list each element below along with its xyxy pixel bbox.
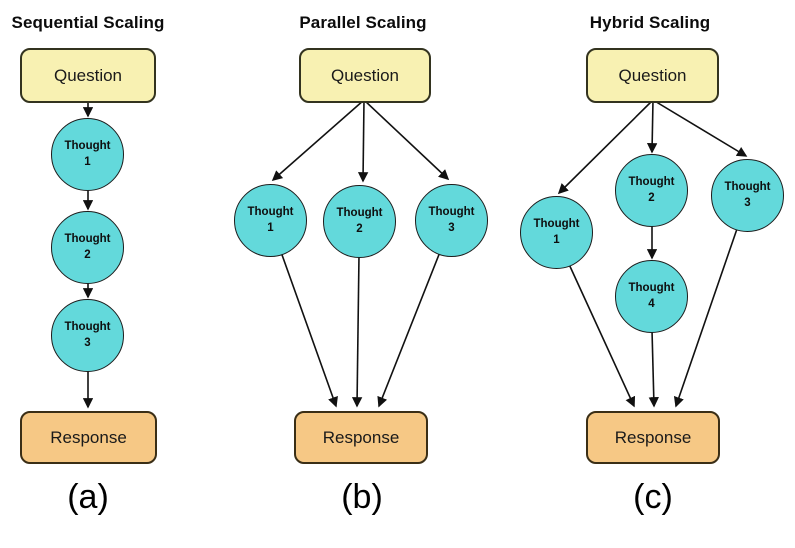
thought-label: Thought 3: [724, 180, 771, 209]
edge-b-question-thought2: [357, 99, 369, 183]
thought-label: Thought 3: [428, 205, 475, 234]
question-label: Question: [53, 65, 123, 85]
edge-b-question-thought1: [271, 99, 365, 182]
panel-b-response-box: Response: [294, 411, 428, 464]
panel-a-thought-3: Thought 3: [51, 299, 124, 372]
panel-a-question-box: Question: [20, 48, 156, 103]
panel-a-caption: (a): [67, 478, 109, 516]
edge-b-thought3-response: [377, 251, 441, 408]
panel-b-title: Parallel Scaling: [299, 13, 427, 32]
thought-label: Thought 2: [628, 175, 675, 204]
question-label: Question: [618, 65, 687, 85]
panel-c-response-box: Response: [586, 411, 720, 464]
edge-c-question-thought2: [646, 99, 658, 154]
edge-b-thought1-response: [280, 251, 338, 408]
panel-c-thought-1: Thought 1: [520, 196, 593, 269]
panel-a-thought-1: Thought 1: [51, 118, 124, 191]
edge-b-question-thought3: [363, 99, 450, 181]
thought-label: Thought 1: [247, 205, 294, 234]
thought-label: Thought 1: [64, 139, 111, 168]
thought-label: Thought 2: [64, 232, 111, 261]
panel-a-thought-2: Thought 2: [51, 211, 124, 284]
thought-label: Thought 1: [533, 217, 580, 246]
edge-c-question-thought1: [557, 99, 654, 195]
panel-c-thought-3: Thought 3: [711, 159, 784, 232]
question-label: Question: [330, 65, 400, 85]
panel-a-response-box: Response: [20, 411, 157, 464]
panel-a-title: Sequential Scaling: [11, 13, 165, 32]
panel-c-question-box: Question: [586, 48, 719, 103]
panel-b-question-box: Question: [299, 48, 431, 103]
edge-c-thought4-response: [648, 329, 659, 408]
thought-label: Thought 4: [628, 281, 675, 310]
panel-c-title: Hybrid Scaling: [589, 13, 711, 32]
panel-c-caption: (c): [633, 478, 673, 516]
thought-label: Thought 3: [64, 320, 111, 349]
edge-c-thought3-response: [673, 225, 739, 408]
panel-b-thought-1: Thought 1: [234, 184, 307, 257]
edge-b-thought2-response: [351, 254, 363, 408]
response-label: Response: [50, 427, 127, 447]
panel-b-thought-3: Thought 3: [415, 184, 488, 257]
panel-b-caption: (b): [341, 478, 383, 516]
panel-c-thought-2: Thought 2: [615, 154, 688, 227]
edge-c-question-thought3: [652, 99, 748, 157]
response-label: Response: [322, 427, 400, 447]
panel-c-thought-4: Thought 4: [615, 260, 688, 333]
edge-c-thought1-response: [567, 261, 636, 408]
thought-label: Thought 2: [336, 206, 383, 235]
response-label: Response: [614, 427, 692, 447]
panel-b-thought-2: Thought 2: [323, 185, 396, 258]
